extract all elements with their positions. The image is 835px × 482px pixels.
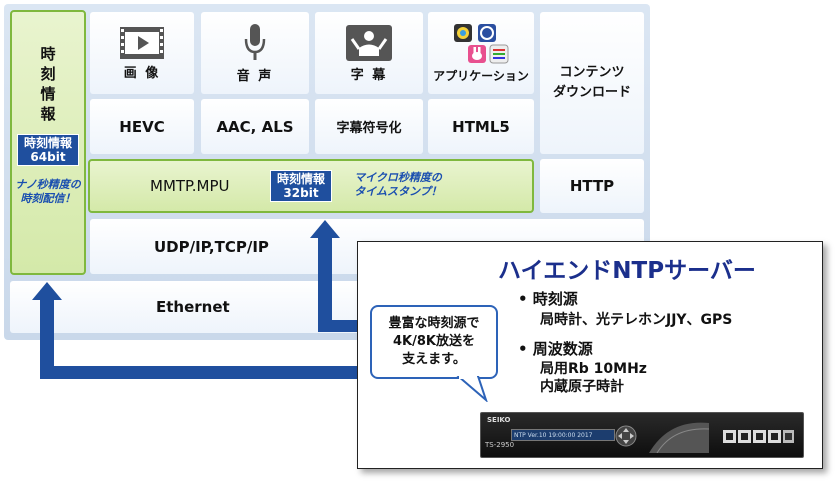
- application-label: アプリケーション: [433, 68, 529, 83]
- note-line: 時刻配信！: [20, 192, 76, 205]
- subtitle-coding-label: 字幕符号化: [336, 121, 402, 136]
- hevc-label: HEVC: [119, 117, 165, 136]
- content-download-line: コンテンツ: [559, 65, 625, 80]
- note-line: マイクロ秒精度の: [354, 171, 442, 184]
- speech-bubble: 豊富な時刻源で 4K/8K放送を 支えます。: [370, 305, 498, 379]
- time-info-char: 刻: [40, 65, 56, 83]
- mmtp-mpu-label: MMTP.MPU: [150, 177, 230, 195]
- device-pattern-icon: [649, 422, 709, 453]
- microphone-icon: [244, 23, 266, 60]
- microsecond-note: マイクロ秒精度の タイムスタンプ！: [342, 171, 454, 199]
- ntp-server-title: ハイエンドNTPサーバー: [498, 258, 756, 284]
- audio-cell: 音 声: [201, 12, 309, 94]
- time-info-64bit-badge: 時刻情報 64bit: [17, 134, 79, 166]
- bubble-line: 豊富な時刻源で: [388, 316, 480, 331]
- subtitle-coding-cell: 字幕符号化: [315, 99, 423, 154]
- subtitle-label: 字 幕: [350, 67, 388, 83]
- frequency-source-heading: • 周波数源: [518, 340, 593, 358]
- film-icon: [120, 26, 164, 59]
- udp-tcp-label: UDP/IP,TCP/IP: [154, 237, 269, 256]
- note-line: ナノ秒精度の: [15, 178, 81, 191]
- device-ethernet-ports-icon: [723, 430, 794, 443]
- frequency-source-detail: 内蔵原子時計: [540, 379, 624, 395]
- frequency-source-detail: 局用Rb 10MHz: [540, 361, 647, 377]
- ethernet-label: Ethernet: [156, 298, 230, 316]
- speech-bubble-tail: [456, 376, 488, 402]
- app-icons: [454, 23, 509, 63]
- hevc-cell: HEVC: [90, 99, 194, 154]
- time-info-char: 報: [40, 105, 56, 123]
- mmtp-mpu-layer: MMTP.MPU 時刻情報 32bit マイクロ秒精度の タイムスタンプ！: [88, 159, 534, 213]
- html5-cell: HTML5: [428, 99, 534, 154]
- ntp-server-device: SEIKO TS-2950 NTP Ver.10 19:00:00 2017: [480, 412, 804, 458]
- http-label: HTTP: [569, 177, 615, 195]
- badge-line: 時刻情報: [23, 136, 72, 150]
- note-line: タイムスタンプ！: [354, 185, 442, 198]
- aac-als-label: AAC, ALS: [216, 117, 294, 136]
- arrow-shaft-mid-vertical: [318, 236, 332, 332]
- time-source-detail: 局時計、光テレホンJJY、GPS: [540, 312, 733, 328]
- arrow-shaft-bottom-horizontal: [40, 366, 360, 379]
- nanosecond-note: ナノ秒精度の 時刻配信！: [8, 178, 88, 206]
- device-lcd: NTP Ver.10 19:00:00 2017: [511, 429, 615, 441]
- bubble-line: 4K/8K放送を: [393, 334, 475, 349]
- device-model: TS-2950: [485, 441, 515, 449]
- time-source-heading: • 時刻源: [518, 290, 578, 308]
- html5-label: HTML5: [452, 117, 510, 136]
- content-download-cell: コンテンツ ダウンロード: [540, 12, 644, 154]
- arrow-head-up-left: [32, 282, 62, 300]
- device-brand: SEIKO: [487, 416, 511, 424]
- arrow-head-up-mid: [310, 220, 340, 238]
- presenter-icon: [346, 24, 392, 61]
- device-dpad-icon: [615, 425, 637, 447]
- video-label: 画 像: [123, 65, 161, 81]
- arrow-shaft-mid-horizontal: [318, 320, 360, 332]
- content-download-line: ダウンロード: [552, 85, 631, 100]
- time-info-char: 時: [40, 45, 56, 63]
- time-info-32bit-badge: 時刻情報 32bit: [270, 170, 332, 202]
- application-cell: アプリケーション: [428, 12, 534, 94]
- time-info-column: 時 刻 情 報 時刻情報 64bit ナノ秒精度の 時刻配信！: [10, 10, 86, 275]
- video-cell: 画 像: [90, 12, 194, 94]
- arrow-shaft-left-vertical: [40, 298, 54, 378]
- http-cell: HTTP: [540, 159, 644, 213]
- badge-line: 64bit: [30, 150, 66, 164]
- audio-label: 音 声: [236, 68, 274, 84]
- badge-line: 32bit: [283, 186, 319, 200]
- time-info-char: 情: [40, 85, 56, 103]
- bubble-line: 支えます。: [402, 352, 466, 367]
- subtitle-cell: 字 幕: [315, 12, 423, 94]
- badge-line: 時刻情報: [276, 172, 325, 186]
- aac-als-cell: AAC, ALS: [201, 99, 309, 154]
